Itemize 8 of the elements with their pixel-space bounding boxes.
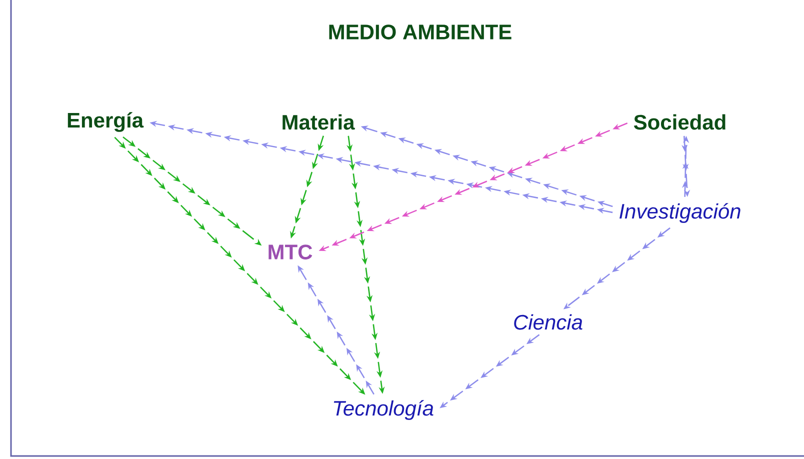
node-label: Ciencia: [514, 314, 582, 330]
node-label: Sociedad: [634, 114, 726, 130]
node-label: Investigación: [620, 203, 740, 223]
title: MEDIO AMBIENTE: [329, 24, 512, 40]
node-label: Materia: [282, 114, 355, 130]
node-label: MTC: [268, 244, 312, 260]
node-label: Energía: [68, 112, 144, 132]
node-label: Tecnología: [334, 400, 434, 420]
